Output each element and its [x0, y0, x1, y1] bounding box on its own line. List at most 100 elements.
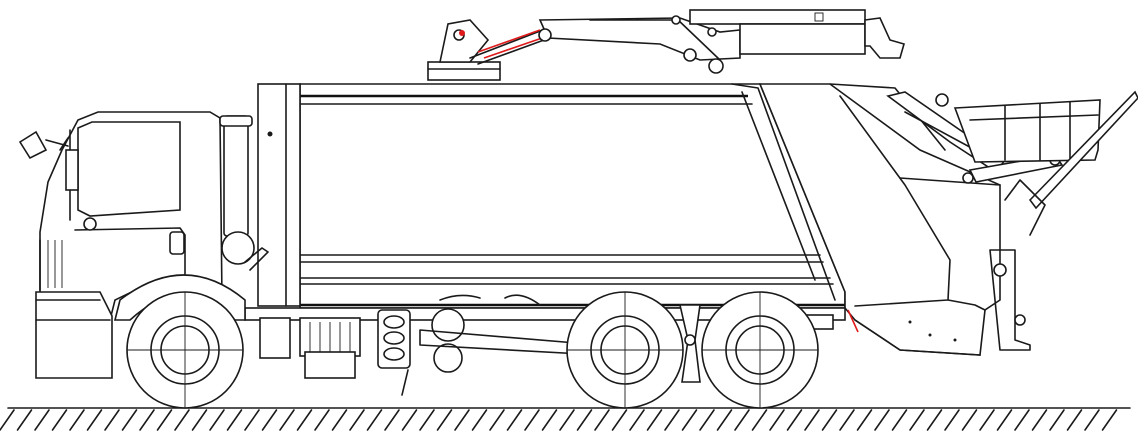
bin-lift-arm — [1028, 90, 1138, 210]
air-tank-1 — [431, 308, 465, 342]
cab-mirror-brace — [45, 139, 69, 147]
arm-joint-2 — [683, 48, 697, 62]
ground-hatch-mark — [996, 409, 1013, 431]
ground-hatch-mark — [471, 409, 488, 431]
chassis — [244, 294, 846, 396]
ground-hatch-mark — [104, 409, 120, 431]
ground-hatch-mark — [769, 409, 785, 431]
arm-joint-3 — [708, 58, 724, 74]
tailgate-red-marker — [847, 309, 859, 333]
cab-door-handle — [169, 231, 185, 255]
cab-side-light — [65, 149, 79, 191]
arm-joint-5 — [707, 27, 717, 37]
cab-window — [77, 121, 181, 217]
ground-hatch-mark — [944, 409, 960, 431]
tail-light-3 — [383, 347, 405, 361]
ground-hatch-mark — [314, 409, 330, 431]
tailgate-inner-edge — [839, 95, 951, 307]
ground-hatch-mark — [156, 409, 173, 431]
ground-hatch-mark — [681, 409, 698, 431]
ground-hatch-mark — [86, 409, 103, 431]
ground-hatch-mark — [34, 409, 50, 431]
bin-cage-frame — [953, 99, 1101, 163]
ground-hatch-mark — [891, 409, 908, 431]
ground-hatch-mark — [1031, 409, 1048, 431]
ground-hatch-mark — [611, 409, 628, 431]
ground-hatch-mark — [139, 409, 155, 431]
ground-hatch-mark — [559, 409, 575, 431]
cab-mirror-arm — [59, 137, 69, 151]
ground-hatching — [0, 409, 1118, 431]
arm-cylinder-body — [739, 23, 866, 55]
arm-joint-1 — [538, 28, 552, 42]
ground-hatch-mark — [961, 409, 978, 431]
cab-step-rail — [244, 247, 269, 271]
ground-hatch-mark — [734, 409, 750, 431]
tailgate-cylinder-base — [962, 172, 974, 184]
ground-hatch-mark — [856, 409, 873, 431]
ground-hatch-mark — [594, 409, 610, 431]
chassis-hose-2 — [504, 294, 541, 306]
wheel — [126, 291, 244, 409]
arm-pivot-bracket — [439, 19, 490, 63]
ground-hatch-mark — [261, 409, 278, 431]
arm-hydraulic-red — [477, 29, 541, 53]
tailgate-upper-edge — [829, 83, 946, 151]
cab-exhaust-stack — [223, 115, 249, 237]
ground-hatch-mark — [366, 409, 383, 431]
ground — [0, 407, 1131, 431]
ground-hatch-mark — [121, 409, 138, 431]
tailgate-lift-frame — [989, 249, 1031, 351]
ground-hatch-mark — [629, 409, 645, 431]
wheel — [701, 291, 819, 409]
loader-arm — [427, 9, 905, 81]
tailgate-mid-line — [899, 177, 1001, 186]
arm-cylinder-cap — [814, 12, 824, 22]
ground-hatch-mark — [16, 409, 33, 431]
bin-cage-rail — [969, 114, 1099, 121]
ground-hatch-mark — [909, 409, 925, 431]
ground-hatch-mark — [69, 409, 85, 431]
chassis-air-filter — [259, 317, 291, 359]
ground-hatch-mark — [839, 409, 855, 431]
ground-hatch-mark — [174, 409, 190, 431]
air-tank-2 — [433, 343, 463, 373]
ground-hatch-mark — [1101, 409, 1118, 431]
ground-hatch-mark — [926, 409, 943, 431]
ground-hatch-mark — [209, 409, 225, 431]
ground-hatch-mark — [979, 409, 995, 431]
chassis-fuel-tank — [304, 351, 356, 379]
ground-hatch-mark — [454, 409, 470, 431]
ground-hatch-mark — [419, 409, 435, 431]
tailgate-lift-pin — [1014, 314, 1026, 326]
ground-hatch-mark — [226, 409, 243, 431]
ground-hatch-mark — [51, 409, 68, 431]
ground-hatch-mark — [1014, 409, 1030, 431]
ground-hatch-mark — [279, 409, 295, 431]
wheel — [566, 291, 684, 409]
cab-air-intake — [221, 231, 255, 265]
tailgate-rivet-3 — [953, 338, 957, 342]
tailgate-rivet-2 — [928, 333, 932, 337]
garbage-body — [257, 83, 846, 309]
tailgate-bottom-edge — [947, 299, 986, 311]
exhaust-cap — [219, 115, 253, 127]
ground-hatch-mark — [786, 409, 803, 431]
arm-end-hook — [864, 17, 905, 59]
ground-hatch-mark — [191, 409, 208, 431]
chassis-hose-1 — [439, 294, 481, 301]
rear-suspension-pin — [684, 334, 696, 346]
ground-hatch-mark — [506, 409, 523, 431]
body-tailgate-seam — [731, 83, 836, 301]
ground-hatch-mark — [541, 409, 558, 431]
ground-hatch-mark — [804, 409, 820, 431]
cab-indicator — [83, 217, 97, 231]
ground-hatch-mark — [244, 409, 260, 431]
ground-hatch-mark — [646, 409, 663, 431]
tailgate-rivet-1 — [908, 320, 912, 324]
ground-hatch-mark — [821, 409, 838, 431]
bin-lift-bracket — [1004, 179, 1046, 236]
ground-hatch-mark — [349, 409, 365, 431]
tailgate-pivot — [935, 93, 949, 107]
